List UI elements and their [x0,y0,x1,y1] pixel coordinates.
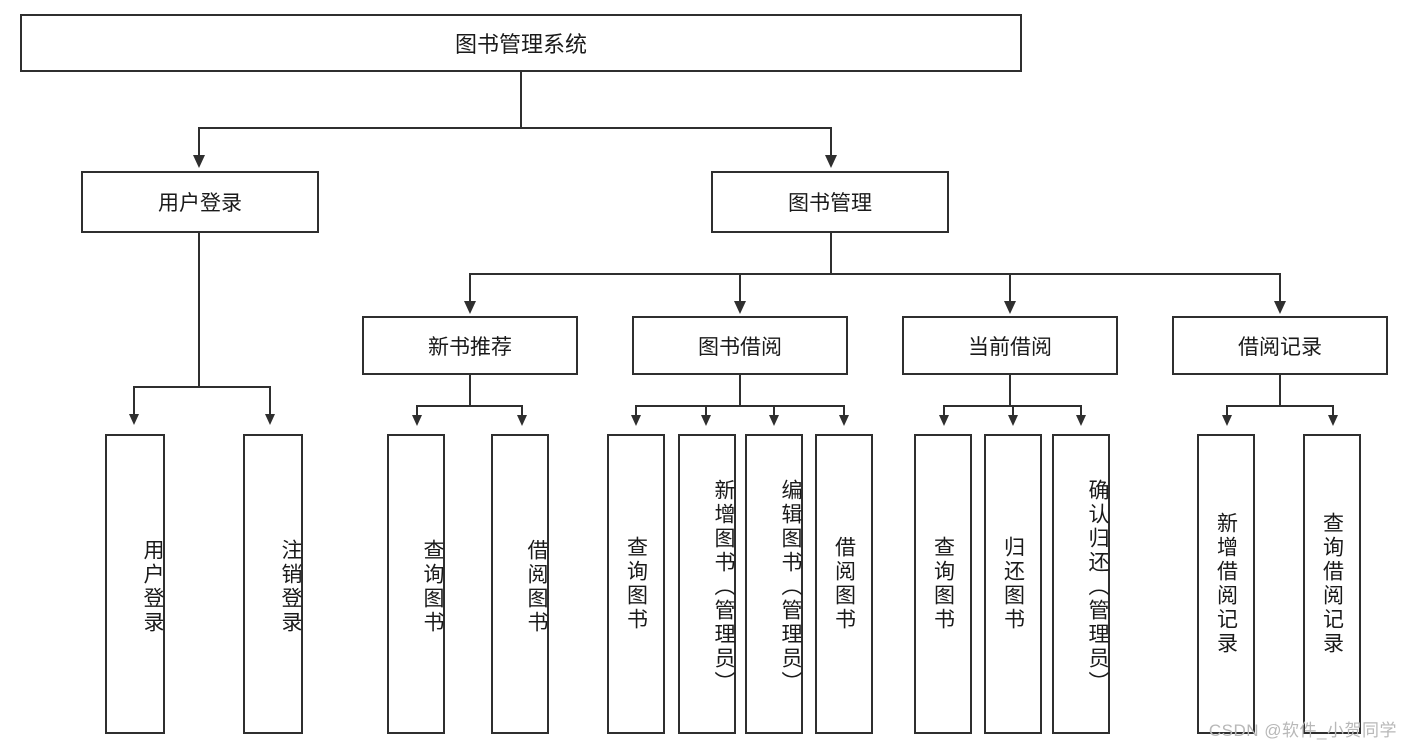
edge-book-borrow-drop-4 [843,405,845,417]
node-label: 图书管理系统 [454,32,587,57]
node-user-login[interactable]: 用户登录 [81,171,319,233]
edge-book-manage-bus [469,273,1281,275]
node-label: 注销登录 [279,539,302,635]
arrow-down-icon [1274,301,1286,314]
arrow-down-icon [193,155,205,168]
leaf-add-borrow-record[interactable]: 新增借阅记录 [1197,434,1255,734]
arrow-down-icon [839,415,849,426]
edge-current-borrow-stem [1009,375,1011,406]
node-book-manage[interactable]: 图书管理 [711,171,949,233]
leaf-current-query[interactable]: 查询图书 [914,434,972,734]
node-label: 借阅图书 [525,539,548,635]
edge-book-borrow-drop-2 [705,405,707,417]
leaf-book-borrow-query[interactable]: 查询图书 [607,434,665,734]
node-borrow-record[interactable]: 借阅记录 [1172,316,1388,375]
watermark: CSDN @软件_小贺同学 [1208,721,1397,740]
node-root-system[interactable]: 图书管理系统 [20,14,1022,72]
node-label: 查询图书 [421,539,444,635]
edge-root-to-user-login [198,127,200,157]
node-label: 图书借阅 [698,335,782,359]
arrow-down-icon [129,414,139,425]
node-label: 新增借阅记录 [1214,512,1238,656]
leaf-return-book[interactable]: 归还图书 [984,434,1042,734]
edge-current-borrow-drop-1 [943,405,945,417]
leaf-confirm-return-admin[interactable]: 确认归还（管理员） [1052,434,1110,734]
node-new-book-recommend[interactable]: 新书推荐 [362,316,578,375]
arrow-down-icon [265,414,275,425]
edge-new-book-drop-2 [521,405,523,417]
node-label: 新增图书（管理员） [712,479,735,695]
edge-new-book-bus [416,405,523,407]
node-label: 借阅记录 [1238,335,1322,359]
edge-user-login-stem [198,233,200,387]
edge-book-borrow-stem [739,375,741,406]
edge-borrow-record-drop-1 [1226,405,1228,417]
edge-to-new-book-recommend [469,273,471,303]
arrow-down-icon [701,415,711,426]
edge-borrow-record-stem [1279,375,1281,406]
leaf-book-add-admin[interactable]: 新增图书（管理员） [678,434,736,734]
edge-to-current-borrow [1009,273,1011,303]
node-book-borrow[interactable]: 图书借阅 [632,316,848,375]
leaf-new-book-borrow[interactable]: 借阅图书 [491,434,549,734]
node-label: 查询图书 [624,536,648,632]
node-label: 当前借阅 [968,335,1052,359]
edge-current-borrow-drop-3 [1080,405,1082,417]
leaf-query-borrow-record[interactable]: 查询借阅记录 [1303,434,1361,734]
edge-book-manage-stem [830,233,832,274]
arrow-down-icon [631,415,641,426]
edge-root-bus [198,127,832,129]
arrow-down-icon [412,415,422,426]
arrow-down-icon [939,415,949,426]
arrow-down-icon [1004,301,1016,314]
leaf-new-book-query[interactable]: 查询图书 [387,434,445,734]
leaf-book-borrow-action[interactable]: 借阅图书 [815,434,873,734]
arrow-down-icon [769,415,779,426]
edge-borrow-record-drop-2 [1332,405,1334,417]
node-label: 借阅图书 [832,536,856,632]
node-label: 确认归还（管理员） [1086,479,1109,695]
edge-user-login-bus [133,386,269,388]
leaf-logout[interactable]: 注销登录 [243,434,303,734]
node-label: 编辑图书（管理员） [779,479,802,695]
edge-book-borrow-bus [635,405,845,407]
node-label: 用户登录 [158,192,242,215]
edge-to-leaf-logout [269,386,271,416]
edge-book-borrow-drop-1 [635,405,637,417]
edge-root-stem [520,72,522,128]
arrow-down-icon [464,301,476,314]
arrow-down-icon [517,415,527,426]
leaf-book-edit-admin[interactable]: 编辑图书（管理员） [745,434,803,734]
edge-book-borrow-drop-3 [773,405,775,417]
node-label: 归还图书 [1001,536,1025,632]
node-label: 查询借阅记录 [1320,512,1344,656]
edge-to-leaf-user-login [133,386,135,416]
edge-new-book-drop-1 [416,405,418,417]
edge-to-borrow-record [1279,273,1281,303]
edge-root-to-book-manage [830,127,832,157]
edge-current-borrow-drop-2 [1012,405,1014,417]
node-label: 新书推荐 [428,335,512,359]
arrow-down-icon [825,155,837,168]
arrow-down-icon [1222,415,1232,426]
node-label: 用户登录 [141,539,164,635]
arrow-down-icon [1328,415,1338,426]
edge-to-book-borrow [739,273,741,303]
edge-new-book-stem [469,375,471,406]
node-current-borrow[interactable]: 当前借阅 [902,316,1118,375]
node-label: 查询图书 [931,536,955,632]
node-label: 图书管理 [788,192,872,215]
arrow-down-icon [1076,415,1086,426]
arrow-down-icon [1008,415,1018,426]
edge-borrow-record-bus [1226,405,1334,407]
arrow-down-icon [734,301,746,314]
leaf-user-login[interactable]: 用户登录 [105,434,165,734]
